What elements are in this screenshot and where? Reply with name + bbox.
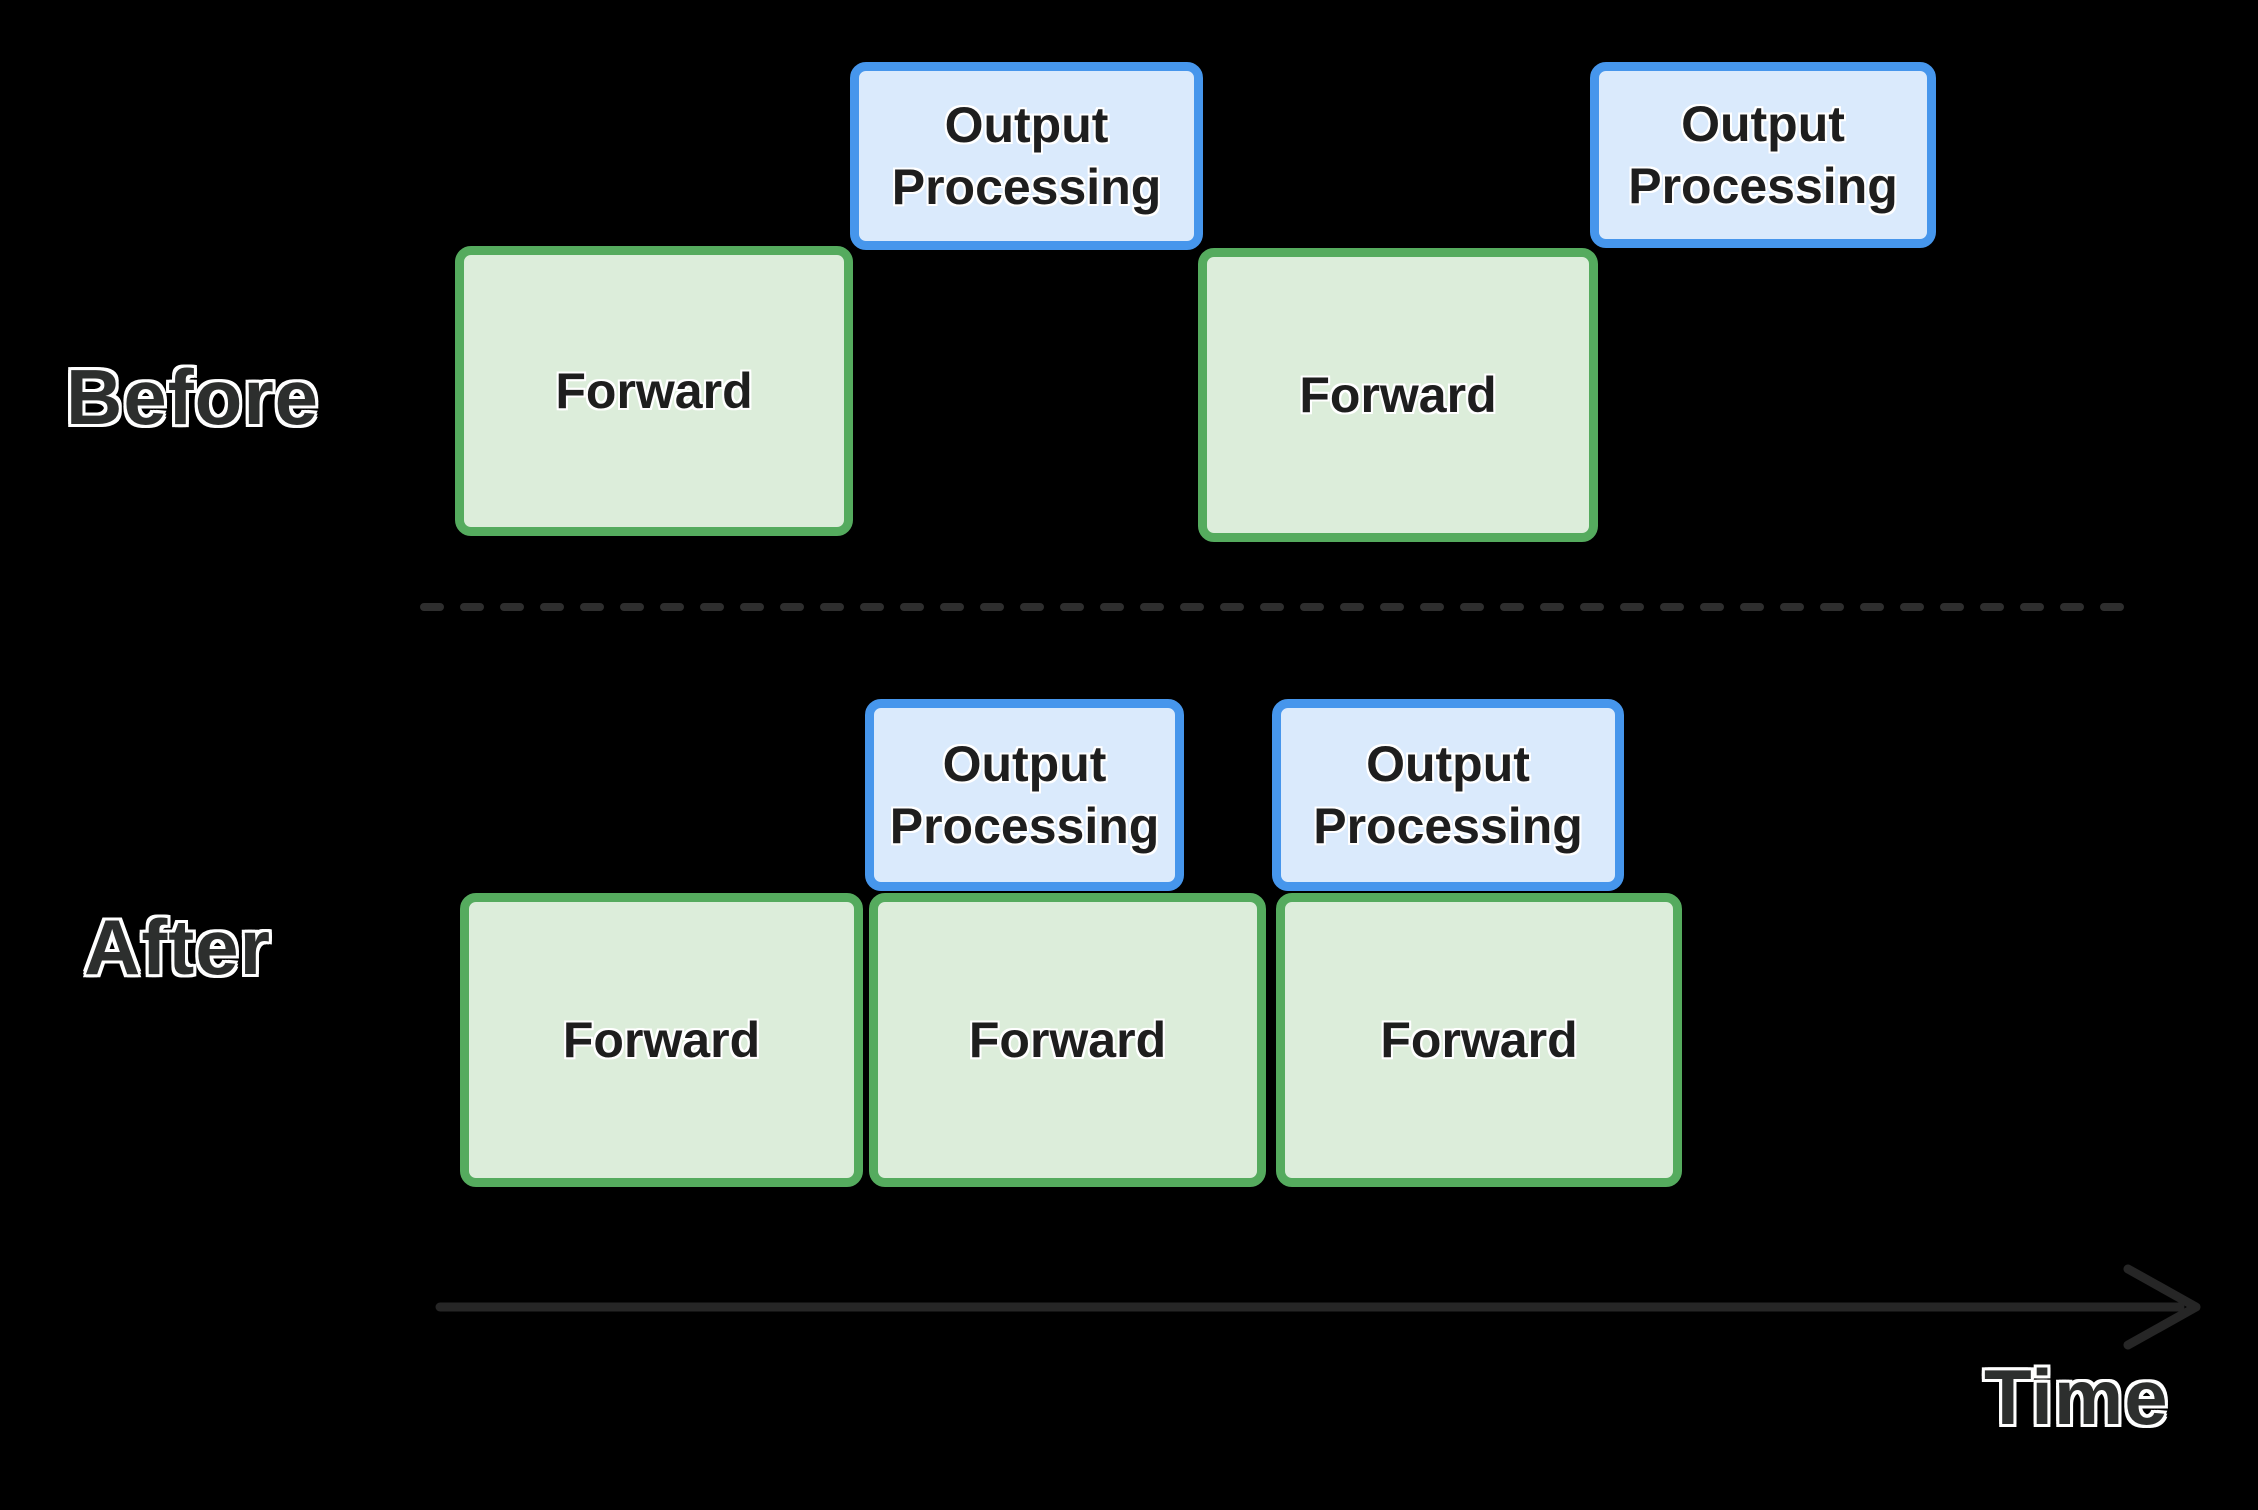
before-forward-block-2: Forward	[1198, 248, 1598, 542]
output-processing-block-label: Output Processing	[891, 96, 1162, 216]
after-forward-block-3: Forward	[1276, 893, 1682, 1187]
after-output-processing-block-2: Output Processing	[1272, 699, 1624, 891]
output-processing-block-label: Output Processing	[1628, 95, 1898, 215]
after-output-processing-block-1: Output Processing	[865, 699, 1184, 891]
after-forward-block-1: Forward	[460, 893, 863, 1187]
after-forward-block-2: Forward	[869, 893, 1266, 1187]
after-row-label: After	[84, 903, 272, 991]
before-output-processing-block-2: Output Processing	[1590, 62, 1936, 248]
forward-block-label: Forward	[1299, 366, 1497, 423]
before-forward-block-1: Forward	[455, 246, 853, 536]
forward-block-label: Forward	[562, 1011, 761, 1068]
before-row-label: Before	[66, 353, 320, 441]
time-axis-label: Time	[1984, 1353, 2169, 1441]
output-processing-block-label: Output Processing	[1313, 735, 1583, 855]
time-axis-arrowhead-icon	[2123, 1264, 2201, 1350]
before-output-processing-block-1: Output Processing	[850, 62, 1203, 250]
forward-block-label: Forward	[968, 1011, 1167, 1068]
forward-block-label: Forward	[1380, 1011, 1578, 1068]
forward-block-label: Forward	[555, 362, 753, 419]
output-processing-block-label: Output Processing	[889, 735, 1160, 855]
